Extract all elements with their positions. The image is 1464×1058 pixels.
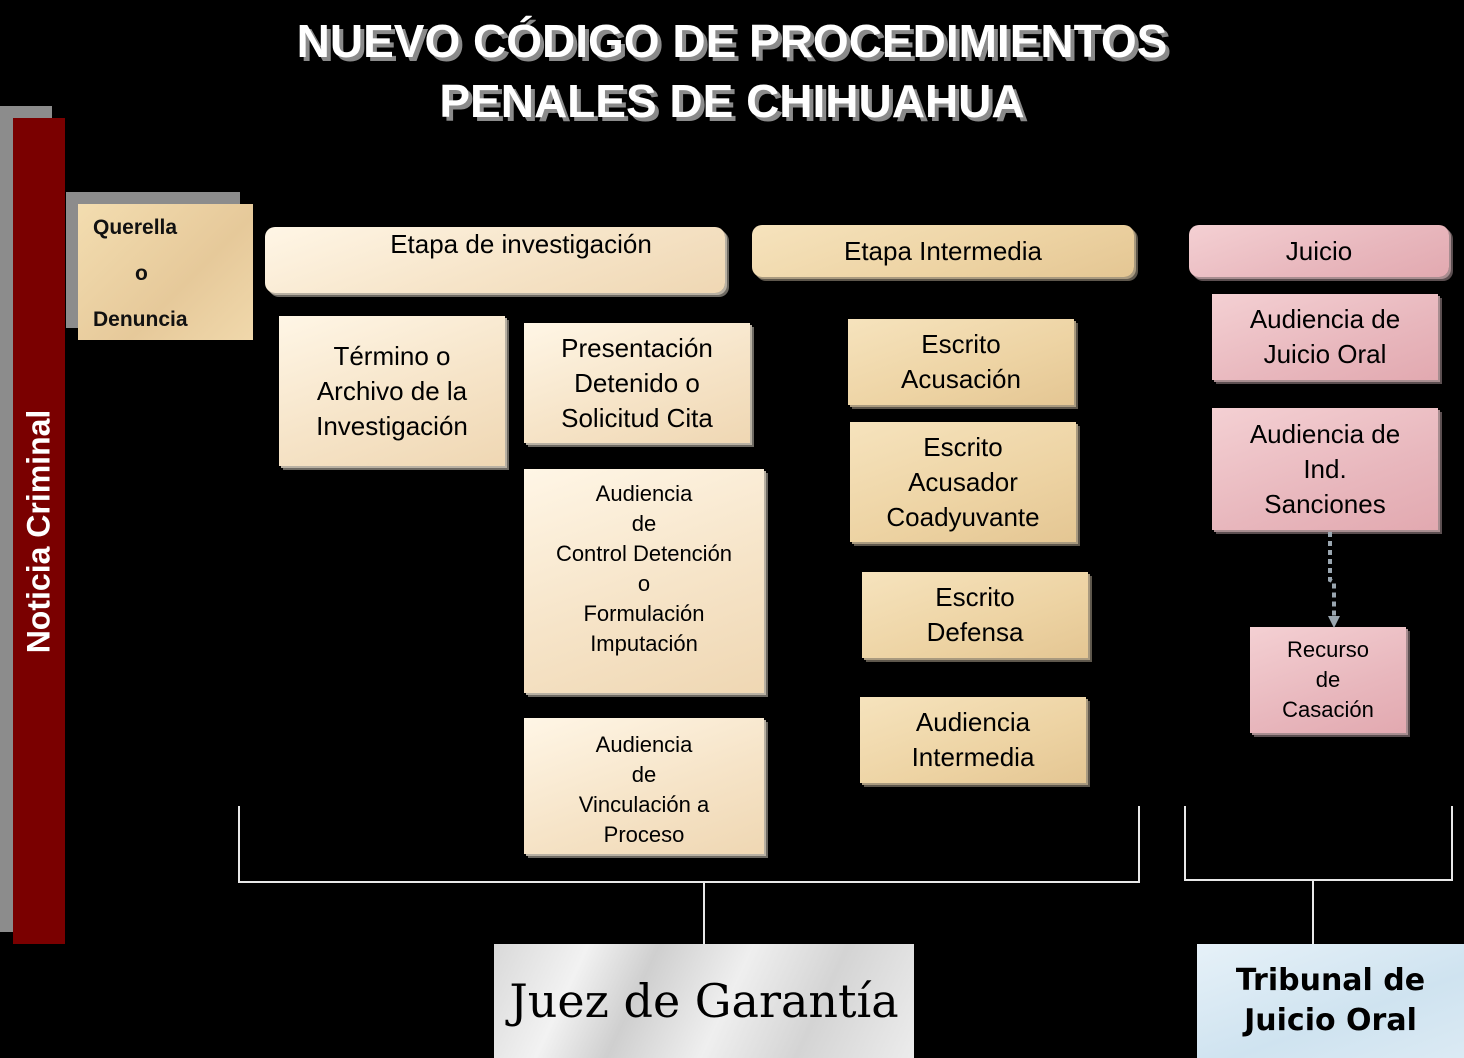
box-line: Escrito: [923, 431, 1003, 462]
box-line: Audiencia: [595, 732, 693, 757]
box-audiencia-control: Audiencia de Control Detención o Formula…: [524, 469, 764, 693]
arrow-down-icon: [1328, 532, 1340, 628]
querella-box: Querella o Denuncia: [78, 204, 253, 340]
box-line: Defensa: [926, 617, 1024, 647]
box-line: Audiencia: [595, 481, 693, 506]
box-line: Vinculación a: [578, 792, 710, 817]
page-title-line-2: PENALES DE CHIHUAHUA: [439, 75, 1025, 127]
bracket-left-stem: [703, 881, 705, 945]
bracket-left-horizontal: [238, 881, 1140, 883]
box-line: Imputación: [590, 631, 698, 656]
box-line: Coadyuvante: [886, 501, 1040, 532]
box-line: Escrito: [921, 329, 1001, 359]
box-termino-archivo: Término o Archivo de la Investigación: [279, 316, 505, 466]
box-audiencia-vinculacion: Audiencia de Vinculación a Proceso: [524, 718, 764, 854]
box-line: Formulación: [583, 601, 705, 626]
box-line: Audiencia de: [1249, 418, 1401, 449]
stage-intermedia: Etapa Intermedia: [752, 225, 1134, 277]
box-line: Sanciones: [1264, 488, 1386, 519]
box-line: Investigación: [316, 410, 468, 441]
box-line: Audiencia: [915, 707, 1031, 737]
tribunal-line-1: Tribunal de: [1235, 963, 1426, 998]
tribunal-line-2: Juicio Oral: [1244, 1003, 1417, 1038]
box-line: Término o: [333, 340, 451, 371]
bracket-right-vertical-2: [1451, 806, 1453, 881]
box-audiencia-intermedia: Audiencia Intermedia: [860, 697, 1086, 783]
box-line: Recurso: [1287, 637, 1369, 662]
side-bar: [13, 118, 65, 944]
box-escrito-acusacion: Escrito Acusación: [848, 319, 1074, 405]
box-line: Acusación: [901, 364, 1021, 394]
querella-line-3: Denuncia: [93, 308, 188, 331]
box-line: Presentación: [561, 332, 713, 363]
box-line: de: [631, 762, 657, 787]
bracket-right-horizontal: [1184, 879, 1453, 881]
box-line: Ind.: [1303, 453, 1347, 484]
box-line: Detenido o: [574, 367, 700, 398]
querella-line-2: o: [135, 262, 148, 285]
stage-juicio: Juicio: [1189, 225, 1449, 277]
box-line: o: [637, 571, 651, 596]
tribunal-juicio-oral-box: Tribunal de Juicio Oral: [1197, 944, 1464, 1058]
side-label-container: Noticia Criminal: [13, 118, 65, 944]
stage-investigacion-label: Etapa de investigación: [390, 229, 652, 259]
box-line: Solicitud Cita: [561, 402, 713, 433]
bracket-right-vertical-1: [1184, 806, 1186, 881]
box-escrito-coadyuvante: Escrito Acusador Coadyuvante: [850, 422, 1076, 542]
box-line: Audiencia de: [1249, 304, 1401, 334]
box-line: Casación: [1282, 697, 1374, 722]
box-audiencia-sanciones: Audiencia de Ind. Sanciones: [1212, 408, 1438, 530]
box-presentacion-detenido: Presentación Detenido o Solicitud Cita: [524, 323, 750, 443]
querella-line-1: Querella: [93, 216, 178, 239]
box-line: Control Detención: [555, 541, 733, 566]
bracket-left-vertical-2: [1138, 806, 1140, 883]
stage-juicio-label: Juicio: [1285, 235, 1353, 266]
box-escrito-defensa: Escrito Defensa: [862, 572, 1088, 658]
stage-investigacion: Etapa de investigación: [265, 227, 725, 293]
box-recurso-casacion: Recurso de Casación: [1250, 627, 1406, 733]
box-audiencia-juicio-oral: Audiencia de Juicio Oral: [1212, 294, 1438, 380]
bracket-left-vertical-1: [238, 806, 240, 883]
box-line: Intermedia: [911, 742, 1035, 772]
box-line: Archivo de la: [316, 375, 468, 406]
box-line: Acusador: [908, 466, 1018, 497]
side-label: Noticia Criminal: [20, 409, 57, 653]
page-title-line-1: NUEVO CÓDIGO DE PROCEDIMIENTOS: [296, 15, 1168, 67]
stage-intermedia-label: Etapa Intermedia: [843, 235, 1042, 266]
box-line: Escrito: [935, 582, 1015, 612]
juez-garantia-label: Juez de Garantía: [509, 974, 899, 1028]
juez-garantia-box: Juez de Garantía: [494, 944, 914, 1058]
box-line: Proceso: [603, 822, 685, 847]
box-line: Juicio Oral: [1263, 339, 1387, 369]
bracket-right-stem: [1312, 879, 1314, 945]
box-line: de: [1315, 667, 1341, 692]
box-line: de: [631, 511, 657, 536]
